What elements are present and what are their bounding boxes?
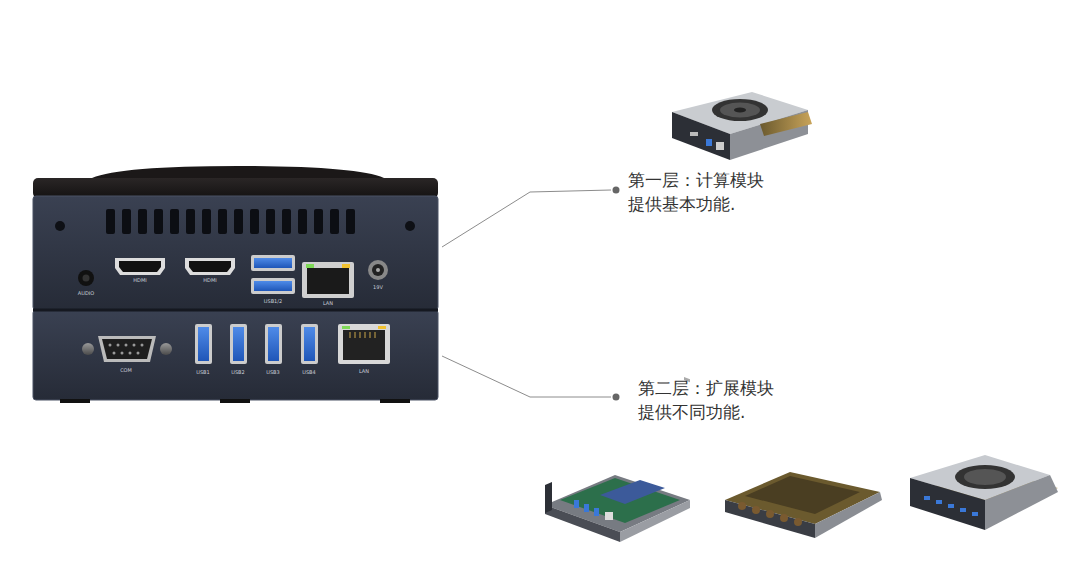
port-label: USB1 <box>196 369 209 375</box>
port-label: USB2 <box>231 369 244 375</box>
callout-heading: 第二层：扩展模块 <box>638 378 774 398</box>
port-label: HDMI <box>203 277 216 283</box>
port-label: COM <box>120 367 132 373</box>
port-label: LAN <box>359 368 369 374</box>
port-label: USB3 <box>266 369 279 375</box>
port-label: USB4 <box>302 369 315 375</box>
callout-text: 提供不同功能. <box>638 402 745 422</box>
port-label: 19V <box>373 284 383 290</box>
port-label: LAN <box>323 300 333 306</box>
port-label: AUDIO <box>78 290 94 296</box>
callout-heading: 第一层：计算模块 <box>628 170 764 190</box>
callout-text: 提供基本功能. <box>628 194 735 214</box>
port-label: HDMI <box>133 277 146 283</box>
port-label: USB1/2 <box>264 298 282 304</box>
